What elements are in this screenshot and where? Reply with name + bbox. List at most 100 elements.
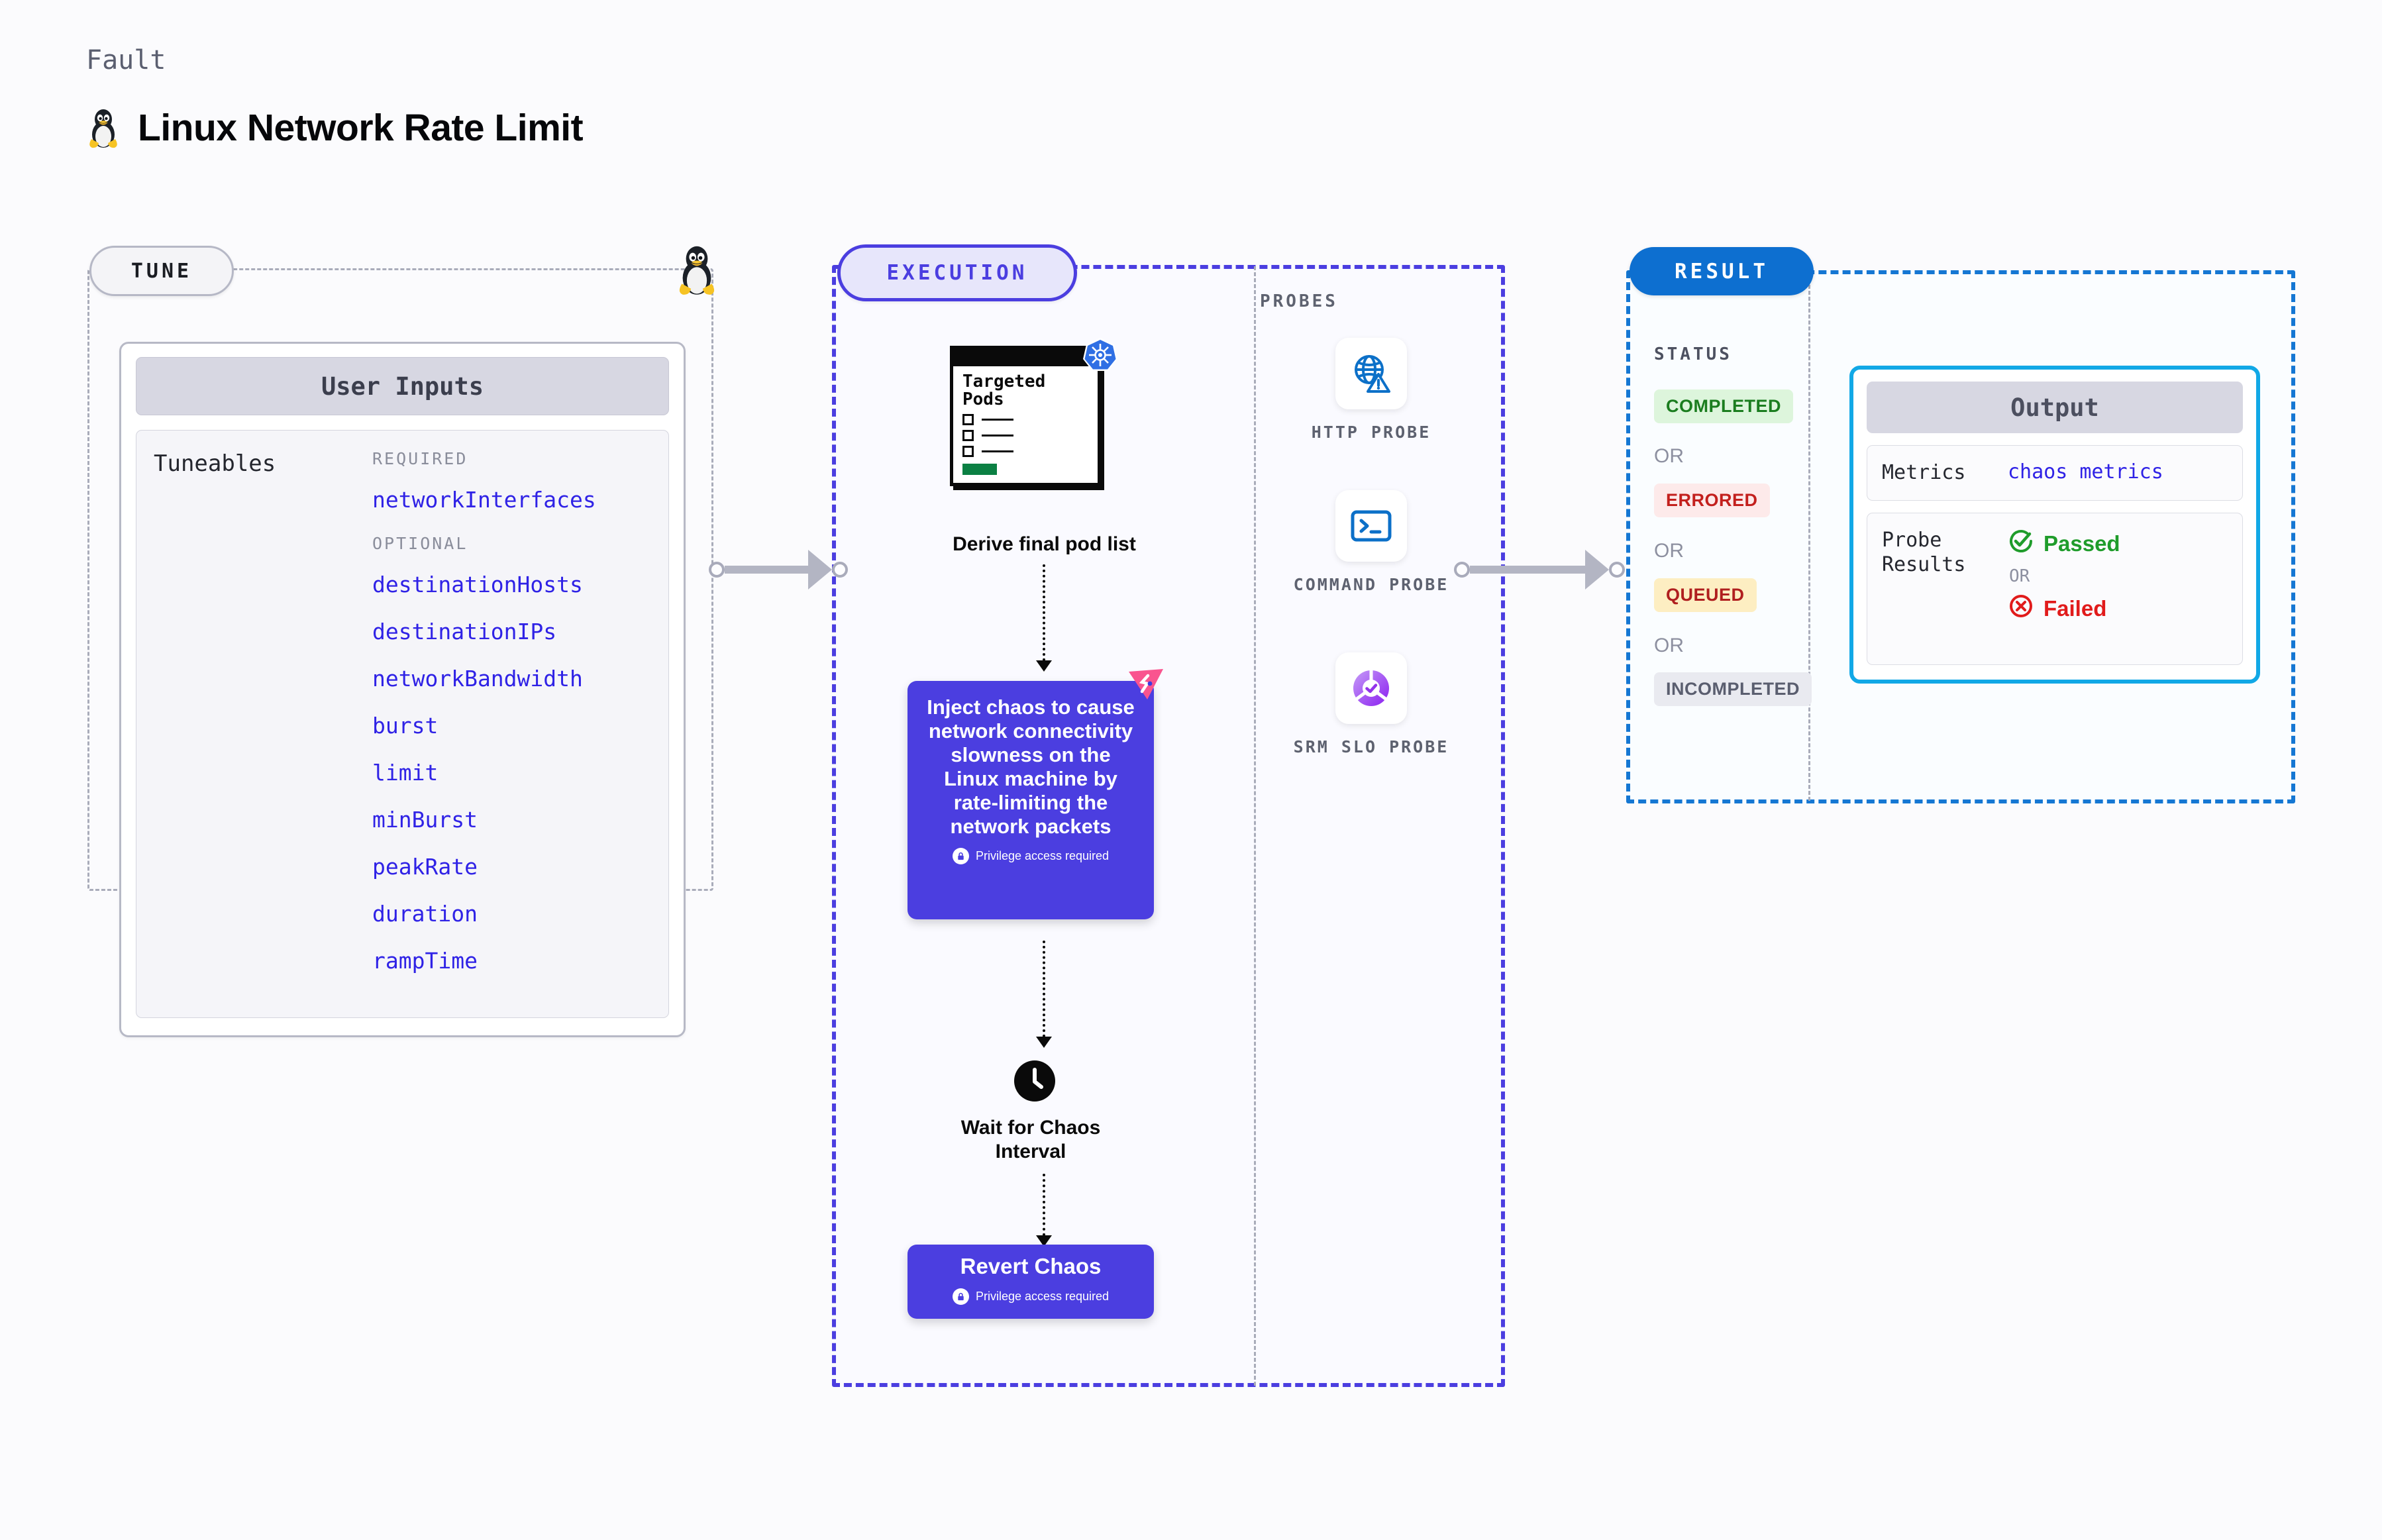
- arrow-stem: [1043, 564, 1045, 661]
- targeted-pods-title-line2: Pods: [962, 389, 1004, 410]
- probes-label: PROBES: [1260, 291, 1338, 311]
- targeted-pods-titlebar: [953, 349, 1098, 366]
- tuneable-minBurst[interactable]: minBurst: [372, 807, 478, 833]
- user-inputs-card: User Inputs Tuneables REQUIRED networkIn…: [119, 342, 686, 1037]
- status-badge-errored: ERRORED: [1654, 484, 1770, 517]
- privilege-note-row: Privilege access required: [907, 1288, 1154, 1305]
- pod-line: [982, 418, 1013, 421]
- status-or-label: OR: [1654, 445, 1684, 467]
- pod-list-item: [962, 413, 1088, 425]
- arrow-stem: [1043, 941, 1045, 1037]
- privilege-note-row: Privilege access required: [922, 847, 1139, 864]
- pod-line: [982, 434, 1013, 436]
- user-inputs-title: User Inputs: [136, 357, 669, 415]
- lock-icon: [952, 847, 969, 864]
- globe-warning-icon: [1335, 338, 1407, 409]
- derive-pod-list-label: Derive final pod list: [953, 533, 1136, 555]
- tuneables-label: Tuneables: [154, 450, 276, 477]
- tuneable-burst[interactable]: burst: [372, 713, 439, 739]
- inject-chaos-text: Inject chaos to cause network connectivi…: [927, 695, 1135, 838]
- page-eyebrow-label: Fault: [86, 45, 166, 76]
- tuneable-duration[interactable]: duration: [372, 901, 478, 927]
- pod-list-item: [962, 445, 1088, 457]
- probe-srm-slo[interactable]: SRM SLO PROBE: [1285, 652, 1457, 758]
- probe-failed-label: Failed: [2044, 595, 2107, 621]
- status-label: STATUS: [1654, 344, 1732, 364]
- targeted-pods-card: Targeted Pods: [950, 346, 1101, 486]
- arrow-head: [1036, 1037, 1052, 1048]
- arrow-head: [1036, 660, 1052, 672]
- connector-start-dot: [709, 562, 725, 578]
- tuneables-group-optional-title: OPTIONAL: [372, 534, 468, 553]
- kubernetes-icon: [1081, 336, 1119, 375]
- arrow-head: [1036, 1235, 1052, 1247]
- pod-status-bar: [962, 463, 997, 475]
- tuneable-destinationHosts[interactable]: destinationHosts: [372, 572, 583, 597]
- checkbox-icon: [962, 445, 974, 457]
- privilege-note-text: Privilege access required: [975, 848, 1110, 862]
- probe-http[interactable]: HTTP PROBE: [1285, 338, 1457, 444]
- flow-arrow-down: [1035, 1174, 1053, 1247]
- probe-http-label: HTTP PROBE: [1311, 423, 1431, 442]
- tuneable-networkInterfaces[interactable]: networkInterfaces: [372, 487, 596, 513]
- connector-start-dot: [1454, 562, 1470, 578]
- targeted-pods-title: Targeted Pods: [962, 372, 1088, 410]
- privilege-note-text: Privilege access required: [975, 1290, 1110, 1303]
- tune-section-badge[interactable]: TUNE: [89, 246, 234, 296]
- result-divider: [1808, 273, 1810, 801]
- connector-end-dot: [1609, 562, 1625, 578]
- tuneable-peakRate[interactable]: peakRate: [372, 854, 478, 880]
- wait-for-chaos-label: Wait for Chaos Interval: [960, 1117, 1101, 1162]
- probe-result-failed: Failed: [2008, 593, 2120, 625]
- tux-penguin-icon: [673, 244, 721, 295]
- targeted-pods-title-line1: Targeted: [962, 372, 1046, 391]
- check-circle-icon: [2008, 528, 2034, 560]
- connector-line: [1470, 566, 1586, 574]
- tuneables-list: REQUIRED networkInterfaces OPTIONAL dest…: [372, 449, 651, 995]
- clock-icon: [1014, 1060, 1055, 1102]
- probe-results-label: Probe Results: [1882, 528, 1966, 577]
- litmus-chaos-icon: [1127, 668, 1165, 702]
- status-badge-completed: COMPLETED: [1654, 389, 1794, 423]
- tuneables-panel: Tuneables REQUIRED networkInterfaces OPT…: [136, 430, 669, 1018]
- connector-end-dot: [832, 562, 848, 578]
- tux-penguin-icon: [86, 107, 121, 148]
- revert-chaos-title: Revert Chaos: [960, 1254, 1102, 1278]
- targeted-pods-illustration: Targeted Pods: [950, 338, 1117, 490]
- connector-tune-to-execution: [709, 550, 848, 590]
- pod-list-item: [962, 429, 1088, 441]
- probe-command[interactable]: COMMAND PROBE: [1285, 490, 1457, 596]
- tuneable-rampTime[interactable]: rampTime: [372, 948, 478, 974]
- arrow-stem: [1043, 1174, 1045, 1236]
- slo-donut-check-icon: [1335, 652, 1407, 724]
- checkbox-icon: [962, 429, 974, 441]
- terminal-icon: [1335, 490, 1407, 562]
- page-title: Linux Network Rate Limit: [138, 107, 584, 149]
- status-badge-incompleted: INCOMPLETED: [1654, 672, 1812, 706]
- revert-chaos-card: Revert Chaos Privilege access required: [907, 1245, 1154, 1319]
- connector-arrowhead: [808, 550, 832, 590]
- output-card: Output Metrics chaos metrics Probe Resul…: [1849, 366, 2260, 684]
- output-title: Output: [1867, 382, 2243, 433]
- connector-line: [725, 566, 809, 574]
- tuneable-networkBandwidth[interactable]: networkBandwidth: [372, 666, 583, 692]
- probe-result-passed: Passed: [2008, 528, 2120, 560]
- tuneables-group-required-title: REQUIRED: [372, 449, 468, 468]
- tuneable-destinationIPs[interactable]: destinationIPs: [372, 619, 557, 644]
- x-circle-icon: [2008, 593, 2034, 625]
- page-title-row: Linux Network Rate Limit: [86, 106, 584, 150]
- connector-arrowhead: [1585, 550, 1609, 590]
- metrics-value[interactable]: chaos metrics: [2008, 460, 2163, 484]
- probe-srm-slo-label: SRM SLO PROBE: [1293, 737, 1449, 756]
- pod-line: [982, 450, 1013, 452]
- probes-divider: [1254, 266, 1256, 1386]
- metrics-label: Metrics: [1882, 461, 1966, 484]
- status-badge-queued: QUEUED: [1654, 578, 1757, 612]
- connector-execution-to-result: [1454, 550, 1625, 590]
- result-section-badge[interactable]: RESULT: [1630, 247, 1814, 295]
- probe-results-values: Passed OR Failed: [2008, 528, 2120, 650]
- probe-or-label: OR: [2009, 566, 2030, 586]
- tuneable-limit[interactable]: limit: [372, 760, 439, 786]
- execution-section-badge[interactable]: EXECUTION: [837, 244, 1077, 301]
- flow-arrow-down: [1035, 941, 1053, 1048]
